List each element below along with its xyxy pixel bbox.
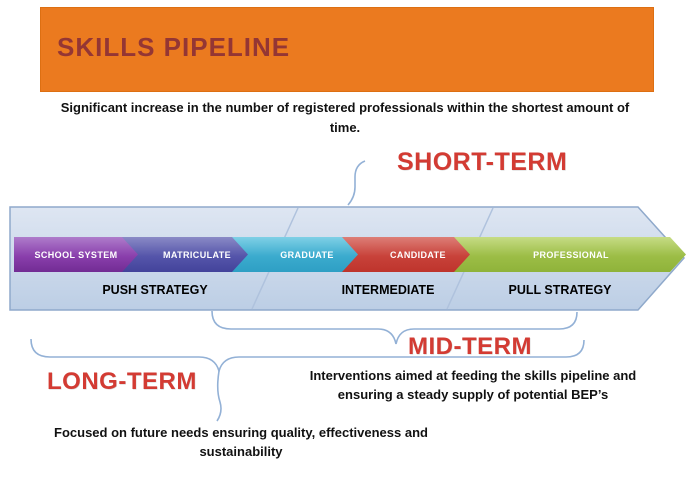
long-term-note: Focused on future needs ensuring quality…: [54, 425, 428, 459]
short-term-label: SHORT-TERM: [397, 148, 568, 176]
stage-professional: PROFESSIONAL: [454, 237, 686, 272]
intro-text: Significant increase in the number of re…: [60, 100, 630, 136]
short-term-brace: [347, 160, 366, 206]
stage-label: GRADUATE: [280, 249, 334, 260]
page-title: SKILLS PIPELINE: [57, 32, 291, 62]
intermediate-label: INTERMEDIATE: [341, 283, 435, 297]
stage-label: CANDIDATE: [390, 249, 446, 260]
long-term-brace-tail: [216, 370, 222, 422]
push-strategy-label: PUSH STRATEGY: [102, 283, 208, 297]
stage-label: PROFESSIONAL: [533, 249, 609, 260]
long-term-label: LONG-TERM: [47, 368, 197, 395]
stage-label: MATRICULATE: [162, 249, 232, 260]
stage-label: SCHOOL SYSTEM: [34, 249, 118, 260]
pull-strategy-label: PULL STRATEGY: [508, 283, 612, 297]
mid-term-note: Interventions aimed at feeding the skill…: [309, 368, 637, 402]
mid-term-label: MID-TERM: [408, 333, 532, 360]
title-banner: SKILLS PIPELINE: [40, 7, 654, 92]
